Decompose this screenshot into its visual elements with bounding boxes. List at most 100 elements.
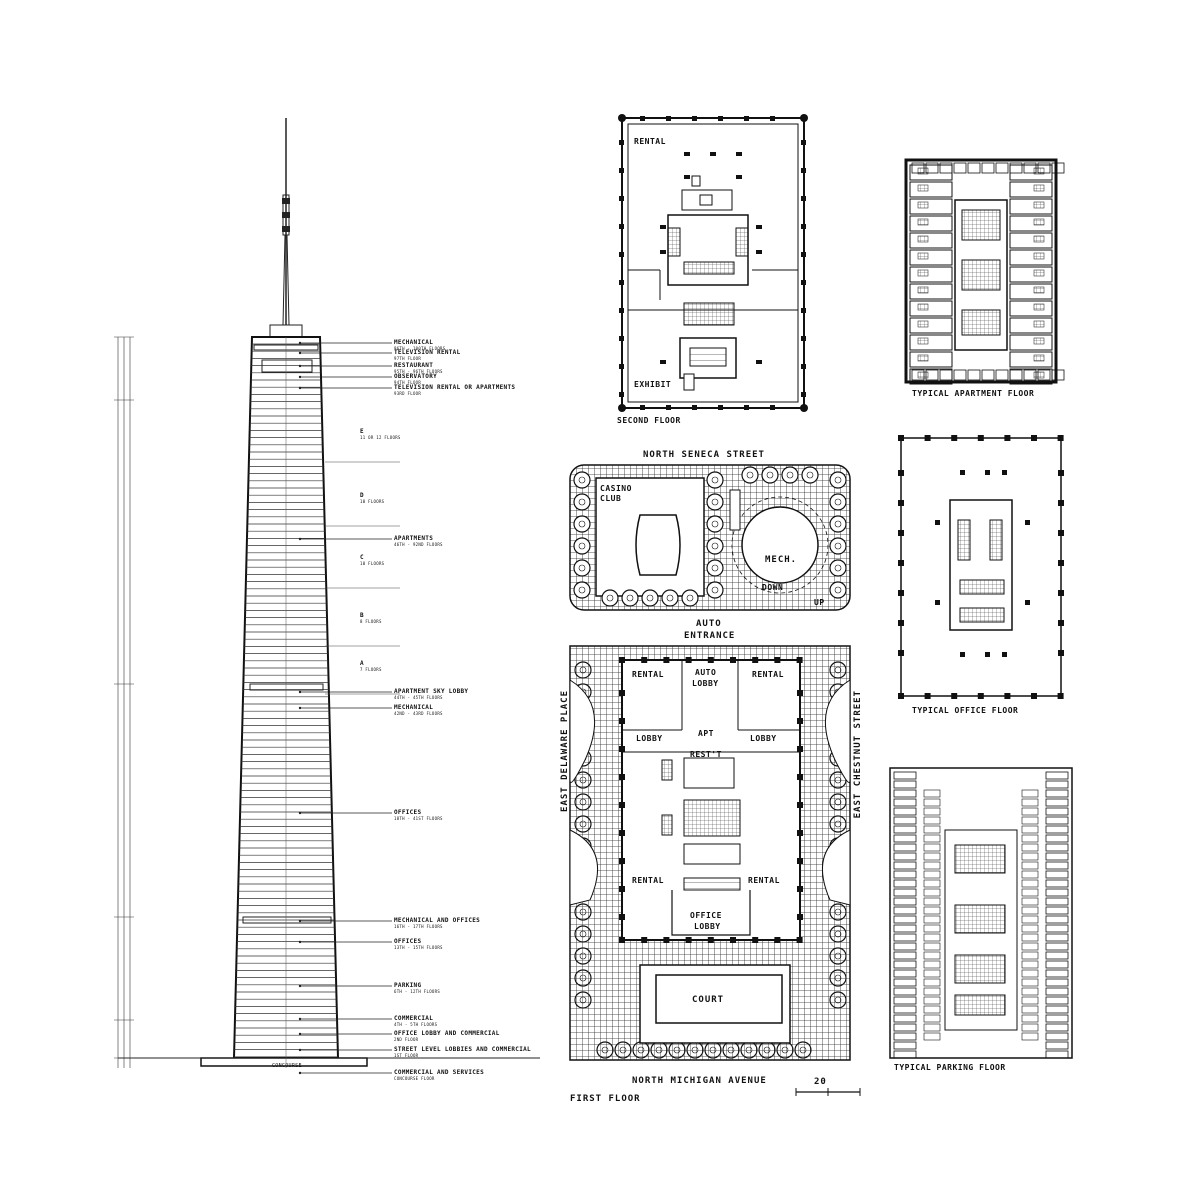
elevation-label-title: MECHANICAL: [394, 704, 434, 711]
rental-ne-label: RENTAL: [752, 670, 784, 679]
mech-label: MECH.: [765, 555, 798, 565]
rental-nw-label: RENTAL: [632, 670, 664, 679]
floor-group-sub: 8 FLOORS: [360, 619, 382, 624]
elevation-label-title: COMMERCIAL: [394, 1015, 434, 1022]
second-floor-plan: [618, 114, 808, 412]
second-floor-rental-label: RENTAL: [634, 137, 666, 146]
tower-elevation: [114, 118, 540, 1068]
apartment-floor-caption: TYPICAL APARTMENT FLOOR: [912, 389, 1035, 398]
first-floor-caption: FIRST FLOOR: [570, 1094, 641, 1104]
elevation-label-sub: 1ST FLOOR: [394, 1053, 419, 1058]
elevation-label-title: OFFICE LOBBY AND COMMERCIAL: [394, 1030, 500, 1037]
elevation-label-sub: 44TH - 45TH FLOORS: [394, 695, 443, 700]
court-label: COURT: [692, 995, 725, 1005]
site-plan-lower-block: [569, 645, 861, 1096]
north-michigan-avenue-label: NORTH MICHIGAN AVENUE: [632, 1076, 767, 1086]
elevation-label-title: APARTMENTS: [394, 535, 434, 542]
elevation-label-title: APARTMENT SKY LOBBY: [394, 688, 469, 695]
elevation-label-sub: 95TH - 96TH FLOORS: [394, 369, 443, 374]
rental-se-label: RENTAL: [748, 876, 780, 885]
auto-lobby-label-1: AUTO: [695, 668, 717, 677]
restaurant-label: REST'T: [690, 750, 722, 759]
east-chestnut-street-label: EAST CHESTNUT STREET: [853, 690, 863, 819]
north-seneca-street-label: NORTH SENECA STREET: [643, 450, 765, 460]
office-floor-plan: [898, 435, 1064, 699]
up-label: UP: [814, 598, 825, 607]
elevation-label-sub: 97TH FLOOR: [394, 356, 422, 361]
scale-label: 20: [814, 1077, 827, 1087]
elevation-label-sub: 96TH - 100TH FLOORS: [394, 346, 446, 351]
floor-group-letter: E: [360, 428, 364, 435]
elevation-label-sub: 13TH - 15TH FLOORS: [394, 945, 443, 950]
floor-group-letter: B: [360, 612, 364, 619]
elevation-label-title: MECHANICAL AND OFFICES: [394, 917, 481, 924]
floor-group-letter: A: [360, 660, 364, 667]
elevation-label-title: TELEVISION RENTAL: [394, 349, 461, 356]
elevation-label-title: OFFICES: [394, 809, 422, 816]
elevation-label-sub: 16TH - 17TH FLOORS: [394, 924, 443, 929]
auto-label: AUTO: [696, 619, 722, 629]
floor-group-letter: D: [360, 492, 364, 499]
office-floor-caption: TYPICAL OFFICE FLOOR: [912, 706, 1019, 715]
auto-lobby-label-2: LOBBY: [692, 679, 719, 688]
office-lobby-label-2: LOBBY: [694, 922, 721, 931]
apartment-floor-plan: [904, 158, 1065, 385]
floor-group-sub: 11 OR 12 FLOORS: [360, 435, 401, 440]
elevation-label-sub: 46TH - 92ND FLOORS: [394, 542, 443, 547]
elevation-label-sub: CONCOURSE FLOOR: [394, 1076, 435, 1081]
floor-group-sub: 10 FLOORS: [360, 499, 385, 504]
elevation-label-sub: 18TH - 41ST FLOORS: [394, 816, 443, 821]
entrance-label: ENTRANCE: [684, 631, 736, 641]
elevation-label-title: STREET LEVEL LOBBIES AND COMMERCIAL: [394, 1046, 531, 1053]
lobby-east-label: LOBBY: [750, 734, 777, 743]
elevation-label-title: OFFICES: [394, 938, 422, 945]
elevation-label-title: MECHANICAL: [394, 339, 434, 346]
elevation-label-sub: 42ND - 43RD FLOORS: [394, 711, 443, 716]
floor-group-letter: C: [360, 554, 364, 561]
floor-group-sub: 10 FLOORS: [360, 561, 385, 566]
elevation-label-sub: 93RD FLOOR: [394, 391, 422, 396]
concourse-label: CONCOURSE: [272, 1063, 302, 1069]
elevation-label-title: PARKING: [394, 982, 422, 989]
parking-floor-plan: [889, 767, 1073, 1059]
elevation-label-title: RESTAURANT: [394, 362, 434, 369]
office-lobby-label-1: OFFICE: [690, 911, 722, 920]
elevation-leader-lines: [298, 341, 400, 1075]
club-label: CLUB: [600, 494, 622, 503]
elevation-label-sub: 94TH FLOOR: [394, 380, 422, 385]
elevation-label-sub: 6TH - 12TH FLOORS: [394, 989, 441, 994]
elevation-label-title: OBSERVATORY: [394, 373, 438, 380]
second-floor-exhibit-label: EXHIBIT: [634, 380, 672, 389]
casino-label: CASINO: [600, 484, 632, 493]
east-delaware-place-label: EAST DELAWARE PLACE: [560, 690, 570, 812]
down-label: DOWN: [762, 583, 784, 592]
rental-sw-label: RENTAL: [632, 876, 664, 885]
floor-group-sub: 7 FLOORS: [360, 667, 382, 672]
elevation-label-title: TELEVISION RENTAL OR APARTMENTS: [394, 384, 516, 391]
elevation-label-sub: 4TH - 5TH FLOORS: [394, 1022, 438, 1027]
second-floor-caption: SECOND FLOOR: [617, 416, 681, 425]
elevation-label-title: COMMERCIAL AND SERVICES: [394, 1069, 484, 1076]
parking-floor-caption: TYPICAL PARKING FLOOR: [894, 1063, 1006, 1072]
